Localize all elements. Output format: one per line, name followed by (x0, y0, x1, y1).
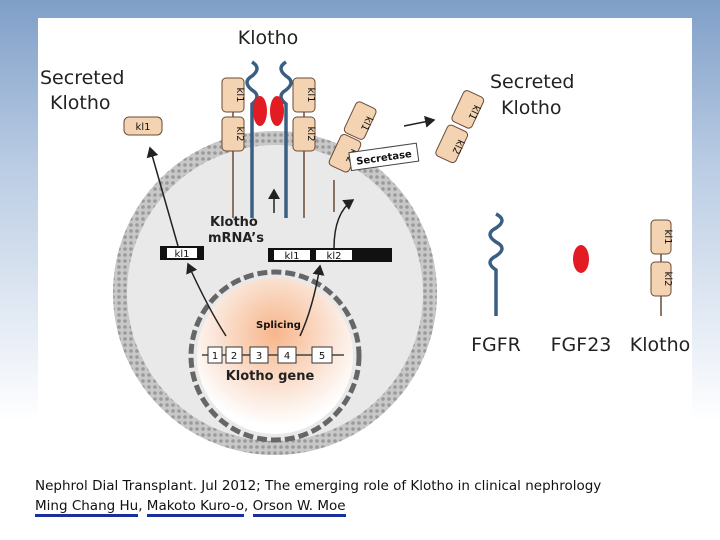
secreted-left-label: Secreted (40, 67, 124, 89)
legend-klotho-label: Klotho (630, 334, 690, 356)
exon-3: 3 (249, 346, 269, 364)
legend-fgfr-icon (488, 212, 504, 316)
gene-label: Klotho gene (226, 369, 315, 384)
membrane-klotho-label: Klotho (238, 27, 298, 49)
exon-2: 2 (225, 346, 243, 364)
svg-text:3: 3 (256, 351, 262, 362)
cleavable-klotho: kl1 kl2 (328, 101, 377, 173)
membrane-fgfr-right (279, 60, 293, 218)
author-link-2[interactable]: Makoto Kuro-o (146, 498, 245, 517)
nucleus (197, 278, 353, 434)
secreted-right-label-2: Klotho (501, 97, 561, 119)
fgf23-dimer-right (270, 96, 284, 126)
svg-text:kl1: kl1 (136, 122, 151, 133)
svg-text:5: 5 (319, 351, 325, 362)
splicing-label: Splicing (256, 320, 301, 331)
membrane-klotho-right: kl1 kl2 (292, 77, 316, 152)
mrna-short: kl1 (160, 246, 204, 260)
membrane-klotho-left: kl1 kl2 (221, 77, 245, 152)
secreted-right-label: Secreted (490, 71, 574, 93)
fgf23-dimer-left (253, 96, 267, 126)
figure-panel: Klotho kl1 kl2 kl1 (38, 18, 692, 456)
mrna-label-2: mRNA’s (208, 231, 264, 246)
svg-text:2: 2 (231, 351, 237, 362)
svg-text:kl1: kl1 (285, 251, 300, 262)
exon-4: 4 (277, 346, 297, 364)
svg-text:kl2: kl2 (327, 251, 342, 262)
svg-text:kl2: kl2 (305, 127, 316, 142)
secretase-tag: Secretase (348, 142, 420, 172)
svg-text:kl1: kl1 (662, 230, 673, 245)
svg-text:kl2: kl2 (662, 272, 673, 287)
arrow-to-secreted-right (403, 115, 436, 128)
legend-klotho-icon: kl1 kl2 (650, 219, 673, 316)
citation-source: Nephrol Dial Transplant. Jul 2012; The e… (35, 478, 602, 494)
legend-fgf23-icon (573, 245, 589, 273)
author-link-3[interactable]: Orson W. Moe (252, 498, 346, 517)
exon-5: 5 (311, 346, 333, 364)
klotho-diagram: Klotho kl1 kl2 kl1 (40, 27, 690, 455)
exon-1: 1 (207, 346, 223, 364)
svg-text:1: 1 (212, 351, 218, 362)
svg-text:kl1: kl1 (175, 249, 190, 260)
legend-fgfr-label: FGFR (471, 334, 521, 356)
svg-text:kl1: kl1 (305, 88, 316, 103)
author-link-1[interactable]: Ming Chang Hu (35, 498, 139, 517)
citation: Nephrol Dial Transplant. Jul 2012; The e… (35, 476, 695, 517)
svg-text:kl2: kl2 (234, 127, 245, 142)
secreted-klotho-right: kl1 kl2 (435, 90, 485, 164)
svg-text:4: 4 (284, 351, 290, 362)
nucleus-envelope (188, 269, 362, 443)
legend-fgf23-label: FGF23 (551, 334, 612, 356)
citation-authors: Ming Chang Hu, Makoto Kuro-o, Orson W. M… (35, 496, 695, 517)
mrna-long: kl1 kl2 (268, 248, 392, 262)
svg-text:kl1: kl1 (234, 88, 245, 103)
flow-arrows (146, 146, 355, 337)
secreted-kl1-left: kl1 (123, 116, 163, 136)
mrna-label: Klotho (210, 215, 258, 230)
secreted-left-label-2: Klotho (50, 92, 110, 114)
